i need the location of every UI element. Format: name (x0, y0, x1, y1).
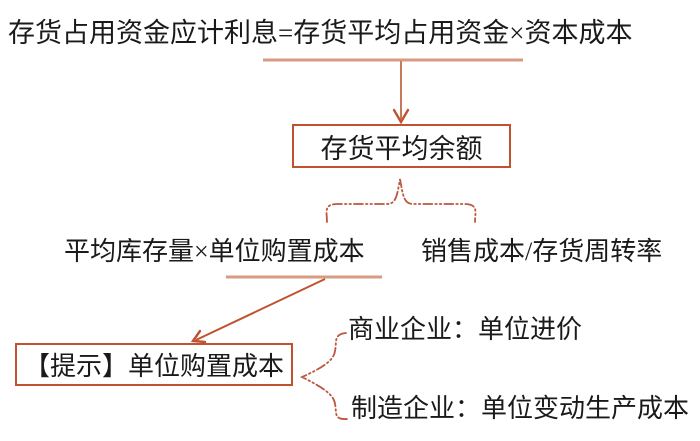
average-balance-box: 存货平均余额 (292, 124, 511, 168)
down-arrow (392, 61, 410, 125)
formula-title: 存货占用资金应计利息=存货平均占用资金×资本成本 (8, 18, 633, 48)
component-left-text: 平均库存量×单位购置成本 (64, 237, 365, 266)
split-brace-down (325, 178, 477, 223)
hint-item-manufacturing: 制造企业：单位变动生产成本 (351, 394, 690, 423)
split-brace-right (299, 332, 348, 420)
hint-box: 【提示】单位购置成本 (15, 343, 293, 386)
component-right-text: 销售成本/存货周转率 (421, 237, 663, 266)
average-balance-label: 存货平均余额 (320, 133, 483, 164)
hint-box-label: 【提示】单位购置成本 (23, 352, 284, 381)
diagonal-arrow (190, 278, 326, 344)
hint-item-commercial: 商业企业：单位进价 (348, 315, 583, 344)
